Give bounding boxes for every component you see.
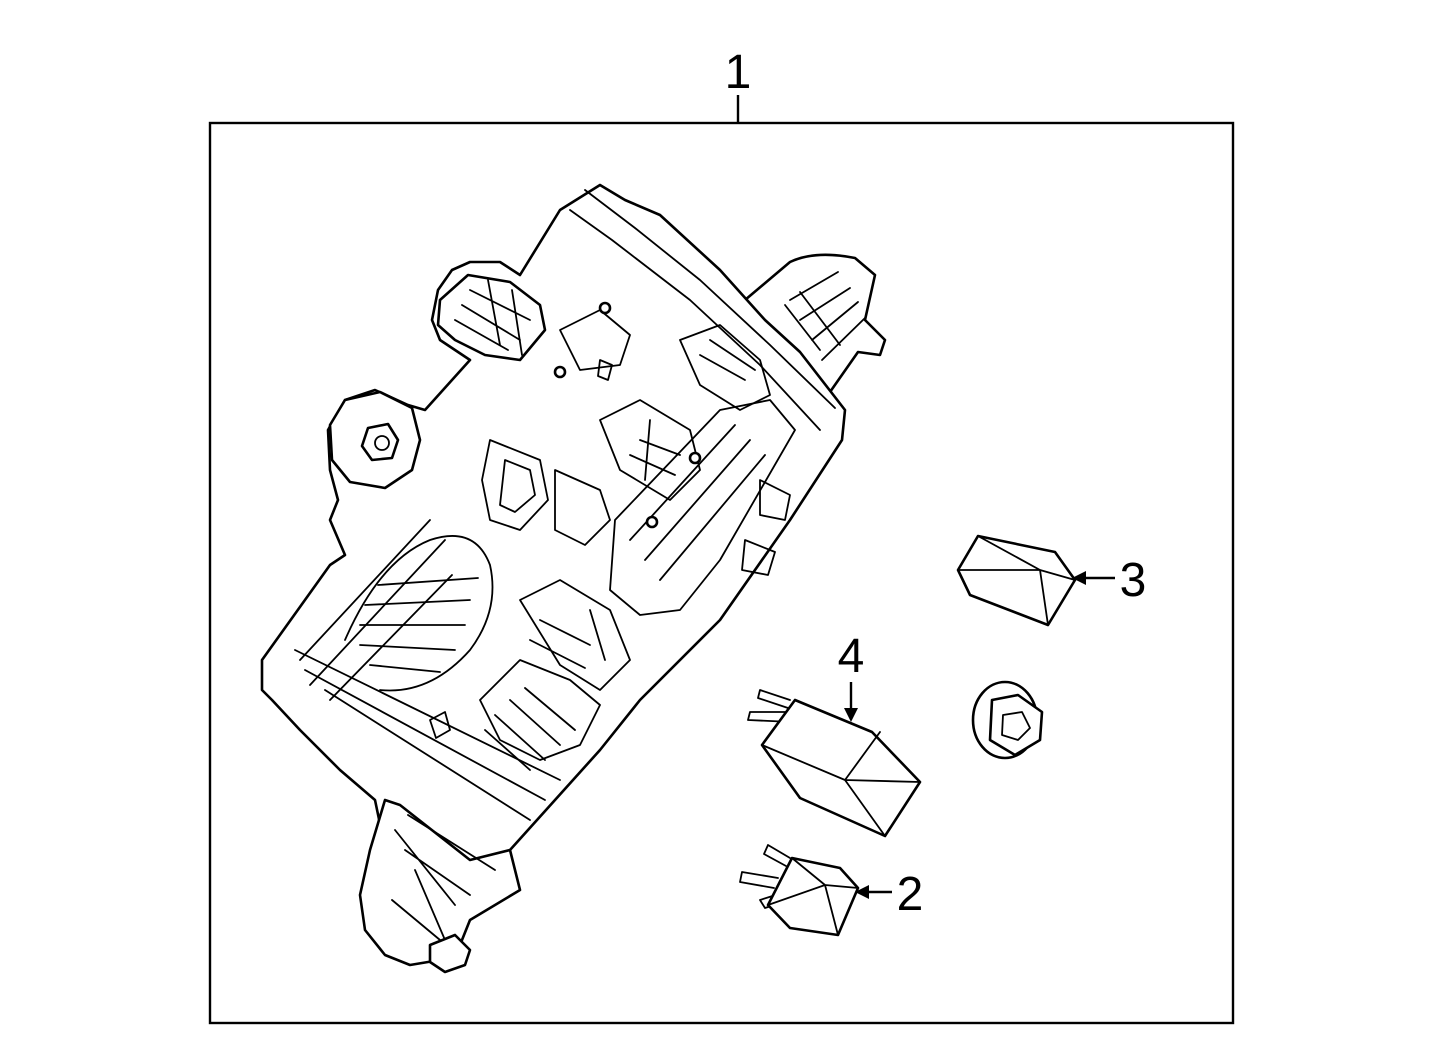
relay-drawing xyxy=(747,689,922,838)
assembly-frame xyxy=(208,121,1235,1025)
callout-1: 1 xyxy=(725,46,752,99)
hex-nut-drawing xyxy=(971,680,1044,760)
small-relay-drawing xyxy=(739,844,860,937)
callout-2-arrowhead xyxy=(855,885,869,899)
callout-2: 2 xyxy=(897,868,924,921)
mini-relay-drawing xyxy=(956,534,1077,627)
callout-4-arrowhead xyxy=(844,708,858,722)
callout-4: 4 xyxy=(838,630,865,683)
junction-box-drawing xyxy=(260,183,887,974)
callout-3: 3 xyxy=(1120,554,1147,607)
callout-3-arrowhead xyxy=(1072,571,1086,585)
